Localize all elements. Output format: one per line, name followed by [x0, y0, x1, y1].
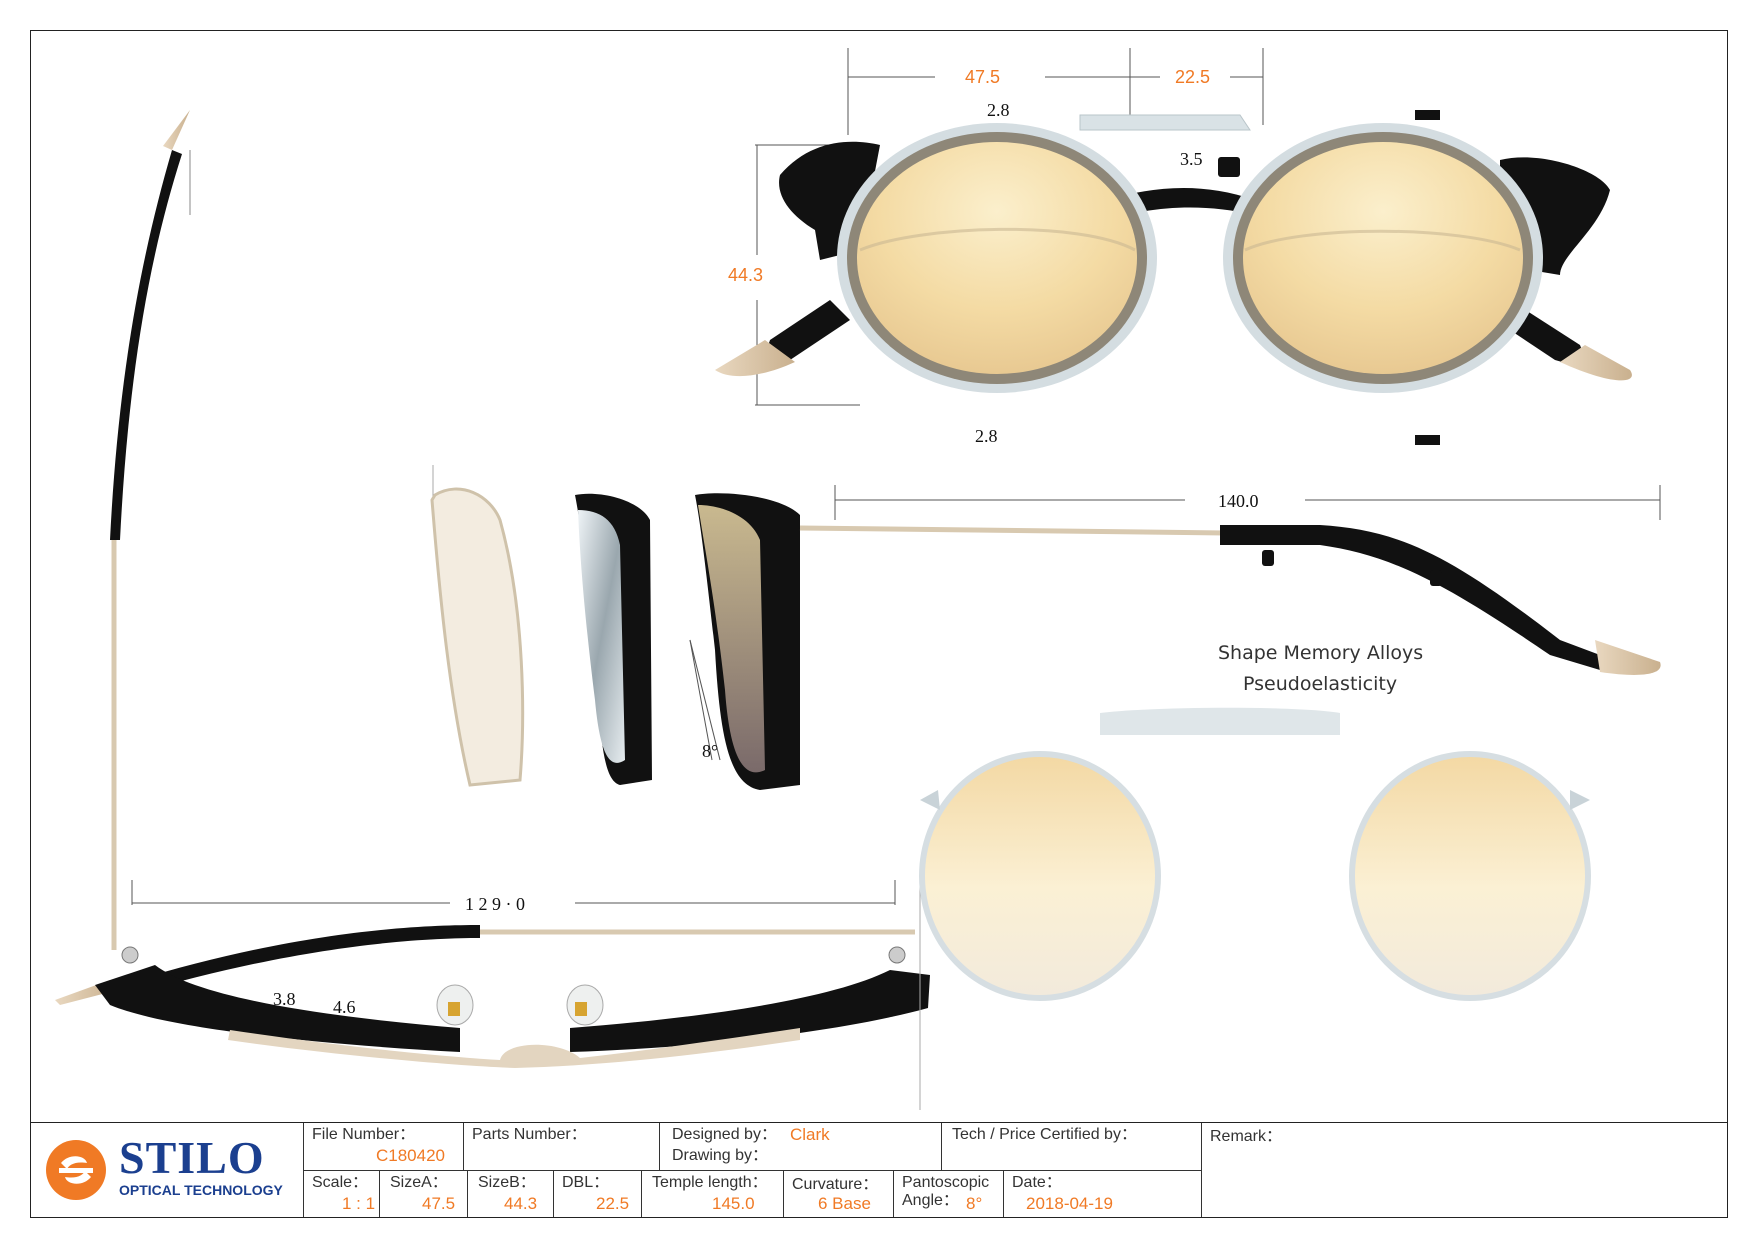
- temple-length-label: Temple length：: [652, 1174, 768, 1191]
- dim-rim-bottom: 2.8: [975, 426, 998, 446]
- designer-cell: Designed by： Clark Drawing by：: [659, 1123, 941, 1170]
- dim-overall-width: 1 2 9 · 0: [465, 894, 525, 914]
- dim-bridge-thickness: 3.5: [1180, 149, 1203, 169]
- dim-bridge: 22.5: [1175, 67, 1211, 87]
- dim-rim-top: 2.8: [987, 100, 1010, 120]
- file-number-label: File Number：: [312, 1126, 416, 1143]
- parts-number-label: Parts Number：: [472, 1126, 587, 1143]
- certified-by-label: Tech / Price Certified by：: [952, 1126, 1137, 1143]
- angle-label: Angle：: [902, 1192, 959, 1209]
- dbl-label: DBL：: [562, 1174, 610, 1191]
- pantoscopic-value: 8°: [966, 1194, 983, 1213]
- clip-on-view: [919, 707, 1591, 1001]
- side-view-temple: [799, 485, 1661, 675]
- date-label: Date：: [1012, 1174, 1062, 1191]
- dim-lens-width: 47.5: [965, 67, 1001, 87]
- certified-cell: Tech / Price Certified by：: [941, 1123, 1201, 1170]
- stilo-logo-icon: [46, 1140, 106, 1200]
- parts-number-cell: Parts Number：: [463, 1123, 659, 1170]
- note-pseudoelasticity: Pseudoelasticity: [1243, 673, 1398, 695]
- pantoscopic-cell: Pantoscopic Angle： 8°: [893, 1170, 1003, 1217]
- temple-length-value: 145.0: [712, 1194, 755, 1213]
- size-a-cell: SizeA： 47.5: [379, 1170, 467, 1217]
- front-view: [715, 48, 1632, 445]
- designed-by-value: Clark: [790, 1125, 830, 1144]
- date-cell: Date： 2018-04-19: [1003, 1170, 1201, 1217]
- remark-label: Remark：: [1210, 1128, 1283, 1145]
- dim-lens-height: 44.3: [728, 265, 764, 285]
- technical-drawing: [55, 48, 1661, 1110]
- title-block: STILO OPTICAL TECHNOLOGY File Number： C1…: [30, 1122, 1728, 1218]
- size-a-value: 47.5: [422, 1194, 456, 1213]
- remark-cell: Remark：: [1201, 1123, 1727, 1217]
- curvature-label: Curvature：: [792, 1176, 879, 1193]
- size-b-value: 44.3: [504, 1194, 538, 1213]
- curvature-cell: Curvature： 6 Base: [783, 1170, 893, 1217]
- scale-value: 1 : 1: [342, 1194, 376, 1213]
- date-value: 2018-04-19: [1026, 1194, 1113, 1213]
- logo-tagline: OPTICAL TECHNOLOGY: [119, 1182, 283, 1198]
- note-alloy: Shape Memory Alloys: [1218, 642, 1424, 664]
- scale-label: Scale：: [312, 1174, 369, 1191]
- dbl-value: 22.5: [596, 1194, 630, 1213]
- top-view-temple: [110, 110, 191, 950]
- logo-name: STILO: [119, 1132, 265, 1183]
- pantoscopic-label: Pantoscopic: [902, 1174, 990, 1191]
- top-view-frame: [55, 865, 930, 1110]
- temple-length-cell: Temple length： 145.0: [641, 1170, 783, 1217]
- file-number-cell: File Number： C180420: [303, 1123, 463, 1170]
- dim-side-length: 140.0: [1218, 491, 1259, 511]
- dim-brow-a: 3.8: [273, 989, 296, 1009]
- dim-brow-b: 4.6: [333, 997, 356, 1017]
- size-a-label: SizeA：: [390, 1174, 448, 1191]
- dim-tilt-angle: 8°: [702, 741, 719, 761]
- designed-by-label: Designed by：: [672, 1126, 777, 1143]
- curvature-value: 6 Base: [818, 1194, 871, 1213]
- size-b-cell: SizeB： 44.3: [467, 1170, 553, 1217]
- file-number-value: C180420: [376, 1146, 446, 1165]
- size-b-label: SizeB：: [478, 1174, 536, 1191]
- lens-sections: [430, 465, 800, 790]
- drawing-by-label: Drawing by：: [672, 1147, 769, 1164]
- logo-cell: STILO OPTICAL TECHNOLOGY: [31, 1123, 303, 1217]
- scale-cell: Scale： 1 : 1: [303, 1170, 379, 1217]
- dbl-cell: DBL： 22.5: [553, 1170, 641, 1217]
